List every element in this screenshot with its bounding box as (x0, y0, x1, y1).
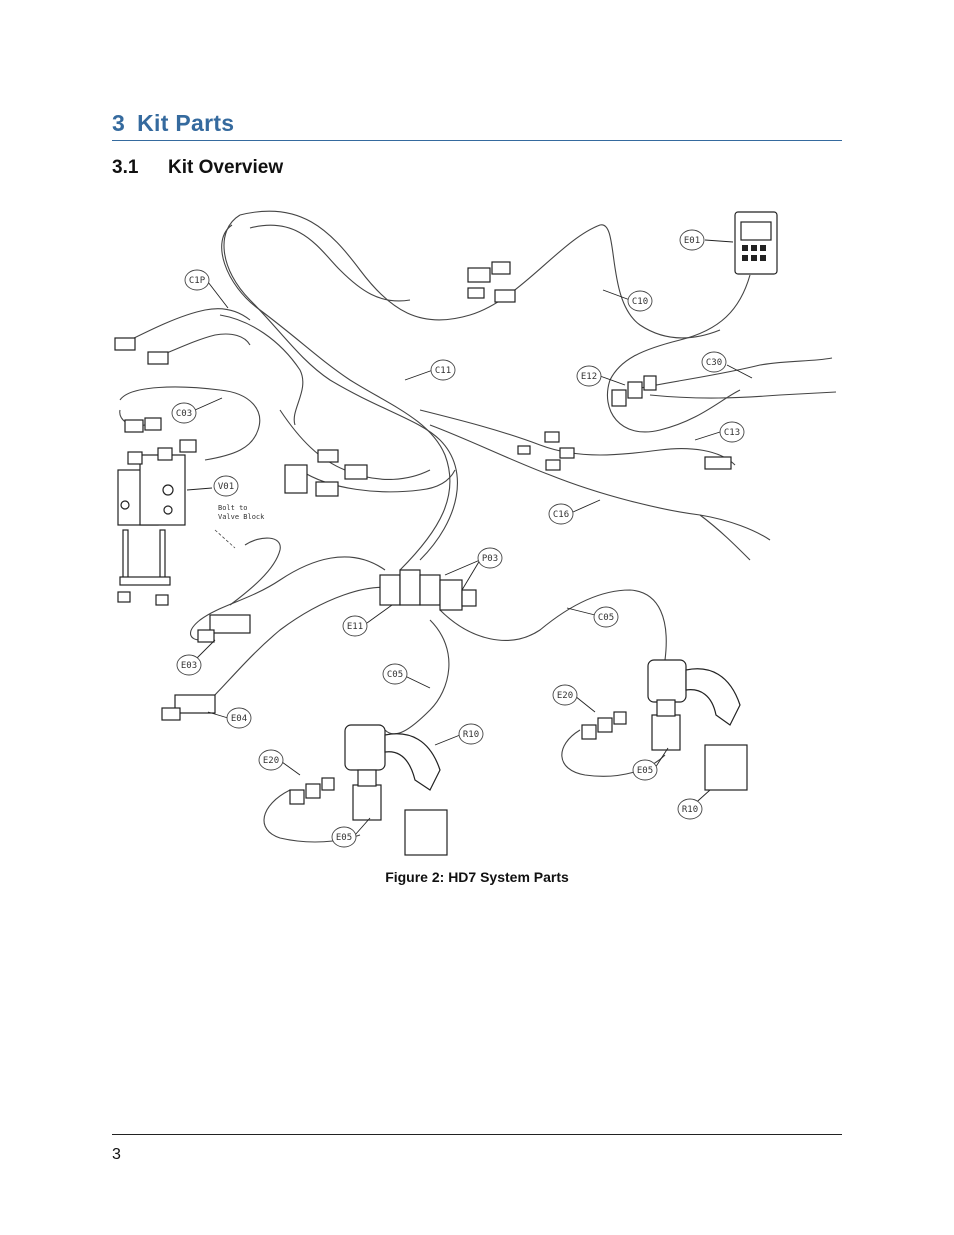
section-title: Kit Parts (137, 110, 235, 136)
subsection-title: Kit Overview (168, 157, 284, 178)
section-heading: 3 Kit Parts (112, 110, 234, 137)
callout-e12: E12 (581, 372, 597, 382)
callout-e20-left: E20 (263, 756, 279, 766)
callout-e05-left: E05 (336, 833, 352, 843)
subsection-heading: 3.1 Kit Overview (112, 157, 283, 179)
callout-c11: C11 (435, 366, 451, 376)
section-number: 3 (112, 110, 126, 136)
callout-c05-left: C05 (387, 670, 403, 680)
subsection-number: 3.1 (112, 157, 139, 178)
callout-c1p: C1P (189, 276, 206, 286)
callout-c30: C30 (706, 358, 722, 368)
figure-caption: Figure 2: HD7 System Parts (385, 869, 569, 885)
callout-r10-left: R10 (463, 730, 479, 740)
callout-c10: C10 (632, 297, 648, 307)
heading-rule (112, 140, 842, 141)
callout-e01: E01 (684, 236, 700, 246)
callout-e03: E03 (181, 661, 197, 671)
callout-c16: C16 (553, 510, 569, 520)
callout-p03: P03 (482, 554, 498, 564)
page-number: 3 (112, 1146, 121, 1163)
callout-c13: C13 (724, 428, 740, 438)
callout-r10-right: R10 (682, 805, 698, 815)
footer-rule (112, 1134, 842, 1135)
note-line-2: Valve Block (218, 513, 265, 521)
callout-c05: C05 (598, 613, 614, 623)
note-line-1: Bolt to (218, 504, 248, 512)
callout-v01: V01 (218, 482, 234, 492)
callout-e05-right: E05 (637, 766, 653, 776)
callout-e11: E11 (347, 622, 363, 632)
hd7-system-parts-diagram: E01 C10 C1P C11 E12 C30 C13 C03 V01 C16 … (114, 210, 837, 856)
callout-e20-right: E20 (557, 691, 573, 701)
callout-c03: C03 (176, 409, 192, 419)
callout-e04: E04 (231, 714, 247, 724)
